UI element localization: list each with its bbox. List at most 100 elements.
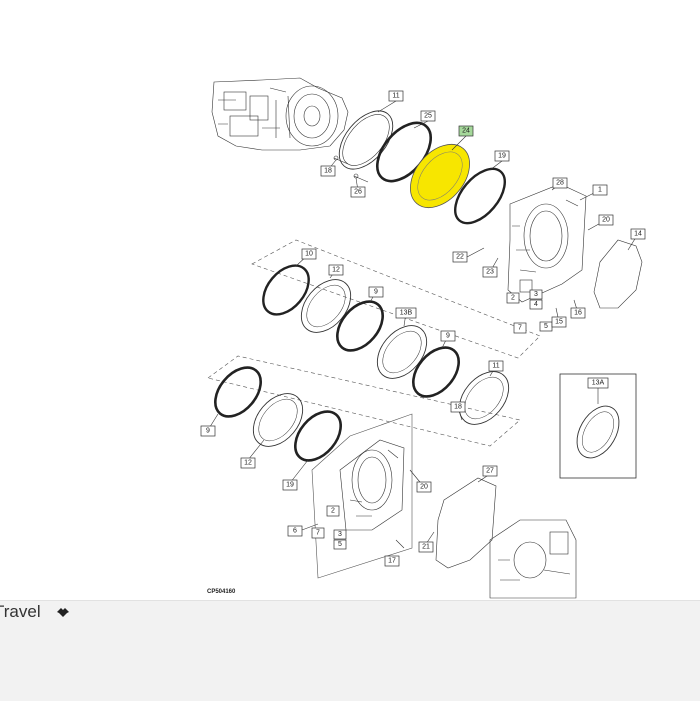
gasket-24-highlighted[interactable]: [398, 133, 481, 219]
callout-text: 18: [324, 168, 332, 175]
callout-text: 3: [534, 291, 538, 298]
seal-19-top[interactable]: [446, 160, 515, 232]
plate-13b[interactable]: [367, 316, 436, 388]
fasteners-18-26: [333, 157, 369, 183]
seal-9-lower[interactable]: [206, 359, 270, 425]
callout-text: 5: [544, 323, 548, 330]
callout-text: 4: [534, 301, 538, 308]
engine-housing-top: [211, 77, 349, 151]
seal-10[interactable]: [254, 257, 318, 323]
housing-1[interactable]: [507, 183, 587, 303]
callout-18[interactable]: 18: [320, 165, 336, 177]
callout-11-middle[interactable]: 11: [488, 360, 504, 372]
callout-11-top[interactable]: 11: [388, 90, 404, 102]
assembly-box-middle: [251, 239, 541, 359]
callout-text: 15: [555, 319, 563, 326]
callout-2-top[interactable]: 2: [506, 292, 520, 304]
callout-23[interactable]: 23: [482, 266, 498, 278]
callout-text: 23: [486, 269, 494, 276]
gasket-14[interactable]: [593, 239, 643, 309]
callout-27[interactable]: 27: [482, 465, 498, 477]
callout-24-highlighted[interactable]: 24: [458, 125, 474, 137]
ring-11-top[interactable]: [329, 101, 403, 179]
callout-text: 9: [446, 333, 450, 340]
callout-3-lower[interactable]: 3: [333, 529, 347, 540]
callout-13b[interactable]: 13B: [395, 307, 417, 319]
callout-text: 1: [598, 187, 602, 194]
callout-2-lower[interactable]: 2: [326, 505, 340, 517]
callout-5-top[interactable]: 5: [539, 321, 553, 332]
callout-text: 2: [511, 295, 515, 302]
diagram-code: CP504160: [207, 589, 236, 595]
callout-text: 21: [422, 544, 430, 551]
callout-15[interactable]: 15: [551, 316, 567, 328]
callout-text: 13A: [592, 380, 605, 387]
transmission-housing-bottom: [489, 519, 577, 599]
callout-text: 11: [492, 363, 499, 370]
callout-17[interactable]: 17: [384, 555, 400, 567]
callout-9-middle[interactable]: 9: [368, 286, 384, 298]
travel-icon[interactable]: [56, 606, 70, 618]
plate-12-middle[interactable]: [291, 270, 360, 342]
callout-19-lower[interactable]: 19: [282, 479, 298, 491]
callout-18-lower[interactable]: 18: [450, 401, 466, 413]
callout-6[interactable]: 6: [287, 525, 303, 537]
callout-4-top[interactable]: 4: [529, 299, 543, 310]
callout-text: 9: [206, 428, 210, 435]
seal-9-middle-right[interactable]: [404, 339, 468, 405]
callout-9-middle-right[interactable]: 9: [440, 330, 456, 342]
callout-text: 26: [354, 189, 362, 196]
callout-text: 19: [286, 482, 294, 489]
callout-21[interactable]: 21: [418, 541, 434, 553]
housing-6[interactable]: [311, 413, 413, 579]
callout-text: 12: [244, 460, 252, 467]
callout-text: 6: [293, 528, 297, 535]
callout-text: 3: [338, 531, 342, 538]
callout-1[interactable]: 1: [592, 184, 608, 196]
travel-label[interactable]: Travel: [0, 602, 41, 621]
callout-text: 9: [374, 289, 378, 296]
gasket-27[interactable]: [435, 477, 497, 569]
callout-14[interactable]: 14: [630, 228, 646, 240]
callout-7-lower[interactable]: 7: [311, 527, 325, 539]
callout-9-lower[interactable]: 9: [200, 425, 216, 437]
callout-13a[interactable]: 13A: [587, 377, 609, 389]
callout-7-top[interactable]: 7: [513, 322, 527, 334]
callout-text: 24: [462, 128, 470, 135]
callout-20-top[interactable]: 20: [598, 214, 614, 226]
callout-text: 17: [388, 558, 396, 565]
callout-28[interactable]: 28: [552, 177, 568, 189]
bottom-bar: [0, 600, 700, 701]
callout-text: 25: [424, 113, 432, 120]
callout-26[interactable]: 26: [350, 186, 366, 198]
callout-16[interactable]: 16: [570, 307, 586, 319]
callout-text: 13B: [400, 310, 413, 317]
callout-25[interactable]: 25: [420, 110, 436, 122]
callout-text: 22: [456, 254, 464, 261]
callout-12-middle[interactable]: 12: [328, 264, 344, 276]
callout-19-top[interactable]: 19: [494, 150, 510, 162]
seal-19-lower[interactable]: [286, 403, 350, 469]
callout-text: 20: [602, 217, 610, 224]
plate-11-middle[interactable]: [449, 362, 518, 434]
plate-13a[interactable]: [568, 399, 627, 465]
callout-22[interactable]: 22: [452, 251, 468, 263]
callout-3-top[interactable]: 3: [529, 289, 543, 300]
callout-text: 14: [634, 231, 642, 238]
callout-text: 27: [486, 468, 494, 475]
callout-12-lower[interactable]: 12: [240, 457, 256, 469]
plate-12-lower[interactable]: [243, 384, 312, 456]
callout-20-lower[interactable]: 20: [416, 481, 432, 493]
callout-text: 7: [316, 530, 320, 537]
callout-text: 19: [498, 153, 506, 160]
seal-9-middle[interactable]: [328, 293, 392, 359]
callout-5-lower[interactable]: 5: [333, 539, 347, 550]
parts-diagram: 11 25 24 19 18 26 28 1 20 14 22 23 2 3 4…: [200, 77, 646, 599]
callout-text: 7: [518, 325, 522, 332]
callout-10[interactable]: 10: [301, 248, 317, 260]
callout-text: 10: [305, 251, 313, 258]
callout-text: 20: [420, 484, 428, 491]
callout-text: 12: [332, 267, 340, 274]
callout-text: 5: [338, 541, 342, 548]
callout-text: 2: [331, 508, 335, 515]
